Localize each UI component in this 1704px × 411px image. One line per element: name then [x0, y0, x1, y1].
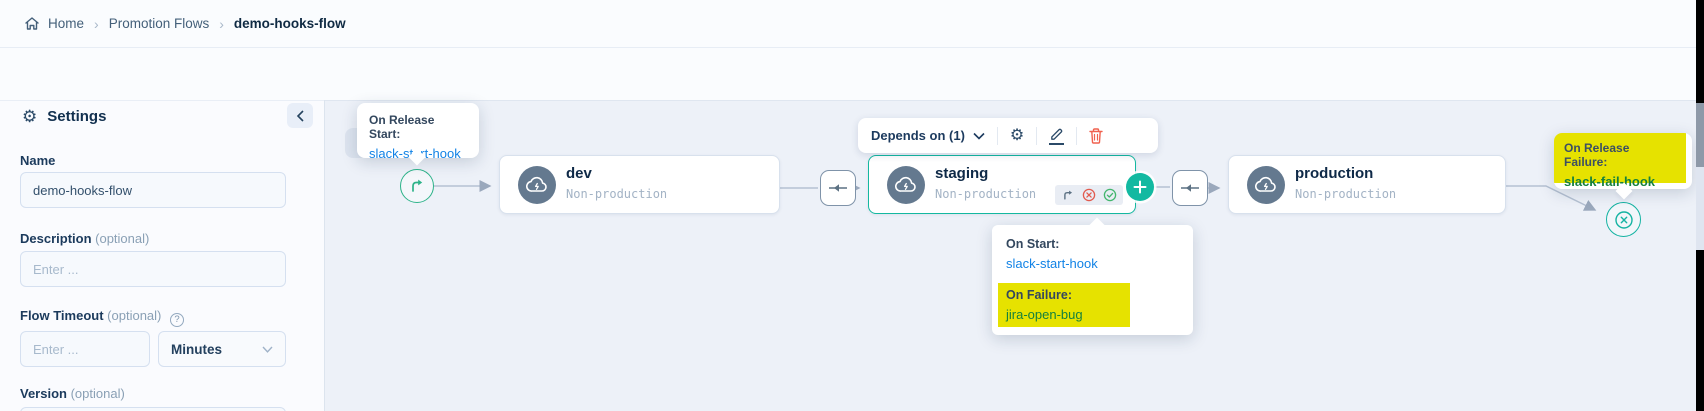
- breadcrumb-separator: ›: [219, 15, 224, 32]
- staging-hooks-tooltip: On Start: slack-start-hook On Failure: j…: [992, 217, 1193, 335]
- add-environment-button[interactable]: [1126, 173, 1154, 201]
- node-hook-indicators: [1055, 185, 1123, 205]
- env-node-kind: Non-production: [566, 187, 668, 201]
- screen-edge-strip: [1696, 167, 1704, 250]
- release-start-tooltip: On Release Start: slack-start-hook: [357, 103, 479, 166]
- breadcrumb-current: demo-hooks-flow: [233, 16, 346, 31]
- breadcrumb: Home › Promotion Flows › demo-hooks-flow: [0, 0, 1696, 48]
- flow-timeout-label: Flow Timeout (optional) ?: [20, 308, 184, 327]
- chevron-left-icon: [296, 109, 304, 122]
- toolbar-divider: [996, 126, 998, 145]
- environment-cloud-icon: [518, 166, 556, 204]
- turn-right-arrow-icon: [412, 179, 423, 192]
- description-label: Description (optional): [20, 231, 149, 246]
- description-label-text: Description: [20, 231, 92, 246]
- collapse-sidebar-button[interactable]: [287, 103, 313, 128]
- preview-policies-bar: Preview policies for product: Select Pro…: [0, 48, 1696, 142]
- optional-suffix: (optional): [95, 231, 150, 246]
- staging-failure-label: On Failure:: [1006, 288, 1072, 302]
- promotion-gate-icon[interactable]: [820, 170, 856, 206]
- staging-start-label: On Start:: [1006, 237, 1060, 251]
- env-node-title: dev: [566, 165, 592, 182]
- chevron-down-icon[interactable]: [973, 132, 985, 140]
- version-label: Version (optional): [20, 386, 125, 401]
- optional-suffix: (optional): [107, 308, 162, 323]
- release-failure-tooltip: On Release Failure: slack-fail-hook: [1554, 133, 1692, 189]
- release-start-label: On Release Start:: [369, 113, 435, 141]
- settings-gear-icon: ⚙: [22, 107, 38, 126]
- trash-icon: [1089, 127, 1103, 144]
- env-node-production[interactable]: production Non-production: [1228, 155, 1506, 214]
- version-label-text: Version: [20, 386, 67, 401]
- screen-edge-strip: [1696, 103, 1704, 167]
- staging-failure-hook-link[interactable]: jira-open-bug: [1006, 307, 1083, 322]
- env-node-kind: Non-production: [1295, 187, 1397, 201]
- name-label: Name: [20, 153, 56, 168]
- env-node-staging[interactable]: staging Non-production: [868, 155, 1136, 214]
- hook-arrow-icon[interactable]: [1061, 188, 1075, 202]
- delete-node-button[interactable]: [1089, 127, 1103, 144]
- version-input[interactable]: [20, 407, 286, 411]
- pencil-icon: [1051, 128, 1063, 140]
- flow-timeout-input[interactable]: [20, 331, 150, 367]
- settings-title: Settings: [47, 108, 107, 125]
- sidebar-divider: [324, 100, 325, 411]
- home-icon: [25, 16, 39, 30]
- flow-failure-end-node[interactable]: [1606, 202, 1641, 237]
- flow-timeout-label-text: Flow Timeout: [20, 308, 104, 323]
- chevron-down-icon: [262, 346, 273, 353]
- optional-suffix: (optional): [70, 386, 125, 401]
- settings-header: ⚙ Settings: [22, 108, 106, 125]
- circle-x-icon: [1614, 210, 1633, 229]
- flow-start-node[interactable]: [400, 169, 434, 203]
- success-hook-icon[interactable]: [1103, 188, 1117, 202]
- environment-cloud-icon: [887, 166, 925, 204]
- description-input[interactable]: [20, 251, 286, 287]
- help-icon[interactable]: ?: [170, 312, 184, 327]
- breadcrumb-home[interactable]: Home: [24, 16, 84, 32]
- name-input[interactable]: [20, 172, 286, 208]
- release-failure-highlight: On Release Failure: slack-fail-hook: [1554, 133, 1686, 189]
- staging-failure-highlight: On Failure: jira-open-bug: [998, 283, 1130, 327]
- breadcrumb-separator: ›: [94, 15, 99, 32]
- environment-cloud-icon: [1247, 166, 1285, 204]
- timeout-unit-value: Minutes: [171, 341, 223, 357]
- timeout-unit-select[interactable]: Minutes: [158, 331, 286, 367]
- env-node-title: production: [1295, 165, 1374, 182]
- staging-start-hook-link[interactable]: slack-start-hook: [1006, 256, 1098, 271]
- failure-hook-icon[interactable]: [1082, 188, 1096, 202]
- plus-icon: [1133, 180, 1147, 194]
- node-settings-button[interactable]: ⚙: [1009, 126, 1025, 144]
- env-node-dev[interactable]: dev Non-production: [499, 155, 780, 214]
- release-failure-label: On Release Failure:: [1564, 141, 1630, 169]
- breadcrumb-promotion-flows[interactable]: Promotion Flows: [108, 16, 210, 31]
- breadcrumb-home-label[interactable]: Home: [48, 16, 85, 31]
- env-node-title: staging: [935, 165, 989, 182]
- promotion-gate-icon[interactable]: [1172, 170, 1208, 206]
- toolbar-divider: [1076, 126, 1078, 145]
- toolbar-divider: [1036, 126, 1038, 145]
- edit-node-button[interactable]: [1049, 127, 1065, 145]
- depends-on-dropdown[interactable]: Depends on (1): [871, 128, 965, 143]
- staging-node-toolbar: Depends on (1) ⚙: [858, 118, 1158, 153]
- env-node-kind: Non-production: [935, 187, 1037, 201]
